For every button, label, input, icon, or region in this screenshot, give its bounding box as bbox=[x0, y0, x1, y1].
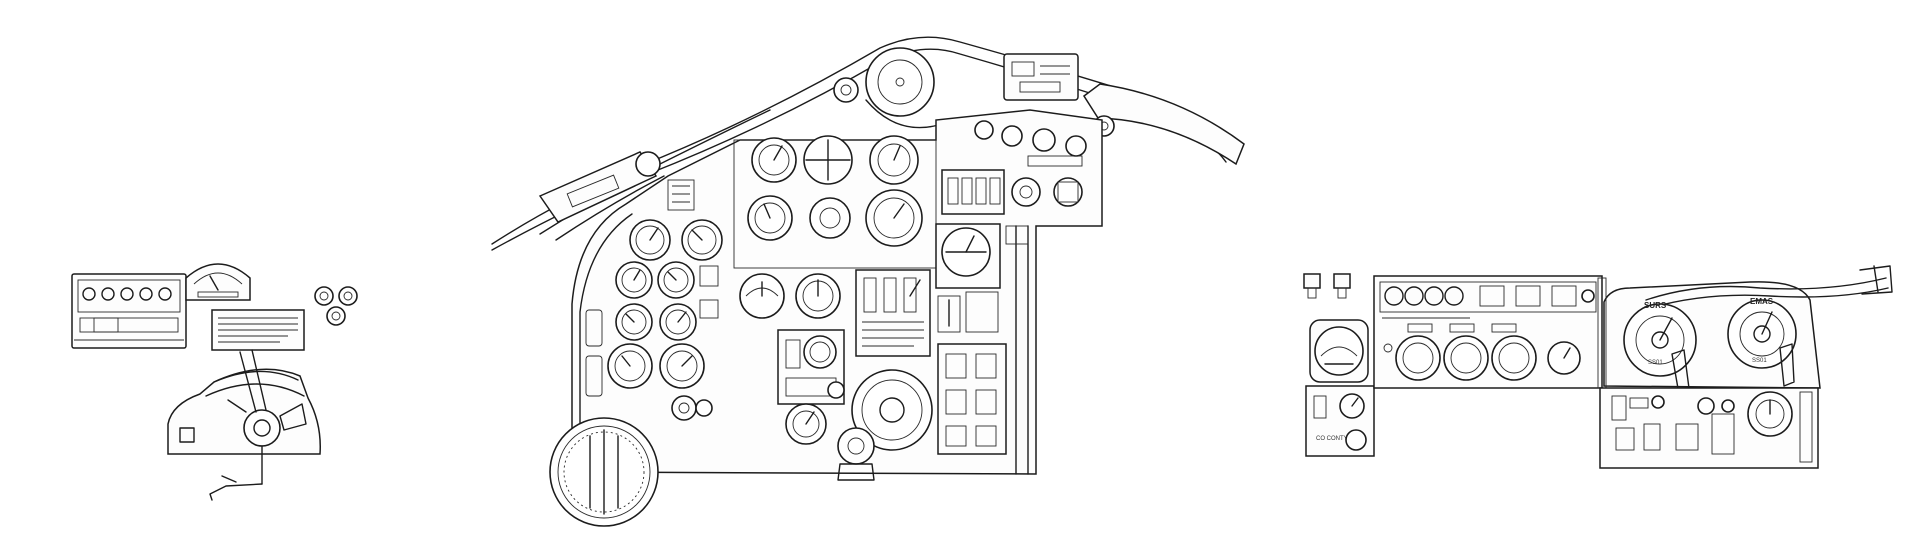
right-knob-label: EMAS bbox=[1750, 297, 1774, 306]
upper-right-small-dials bbox=[974, 120, 1087, 167]
right-panel-small-text: CO CONTY bbox=[1316, 436, 1348, 442]
lower-center-block bbox=[777, 329, 933, 481]
right-left-gauge bbox=[1309, 319, 1369, 383]
right-engine-control-box: SURS SS01 EMAS SS01 bbox=[1597, 265, 1893, 401]
main-instrument-panel bbox=[549, 109, 1103, 527]
right-lower-panel bbox=[1599, 387, 1819, 469]
left-semicircle-gauge bbox=[185, 263, 251, 301]
top-center-gauges bbox=[733, 135, 937, 269]
right-knob-sublabel: SS01 bbox=[1752, 358, 1767, 364]
left-triple-knobs bbox=[314, 286, 358, 326]
right-lower-left-panel: CO CONTY bbox=[1305, 385, 1375, 457]
left-knob-label: SURS bbox=[1644, 301, 1667, 310]
right-column-switches bbox=[935, 169, 1083, 475]
glareshield-frame bbox=[491, 36, 1245, 251]
standby-compass bbox=[549, 417, 659, 527]
left-throttle-quadrant bbox=[167, 349, 321, 501]
center-main-panel-assembly bbox=[491, 36, 1245, 527]
right-side-console-assembly: CO CONTY bbox=[1303, 265, 1893, 469]
left-switch-panel bbox=[71, 273, 187, 349]
right-twin-toggles bbox=[1303, 273, 1351, 299]
center-row-gauges bbox=[739, 269, 931, 357]
left-knob-sublabel: SS01 bbox=[1648, 360, 1663, 366]
left-throttle-assembly bbox=[71, 263, 358, 501]
left-gauge-cluster bbox=[585, 179, 723, 421]
left-instruction-placard bbox=[211, 309, 305, 351]
right-long-console bbox=[1373, 275, 1603, 389]
